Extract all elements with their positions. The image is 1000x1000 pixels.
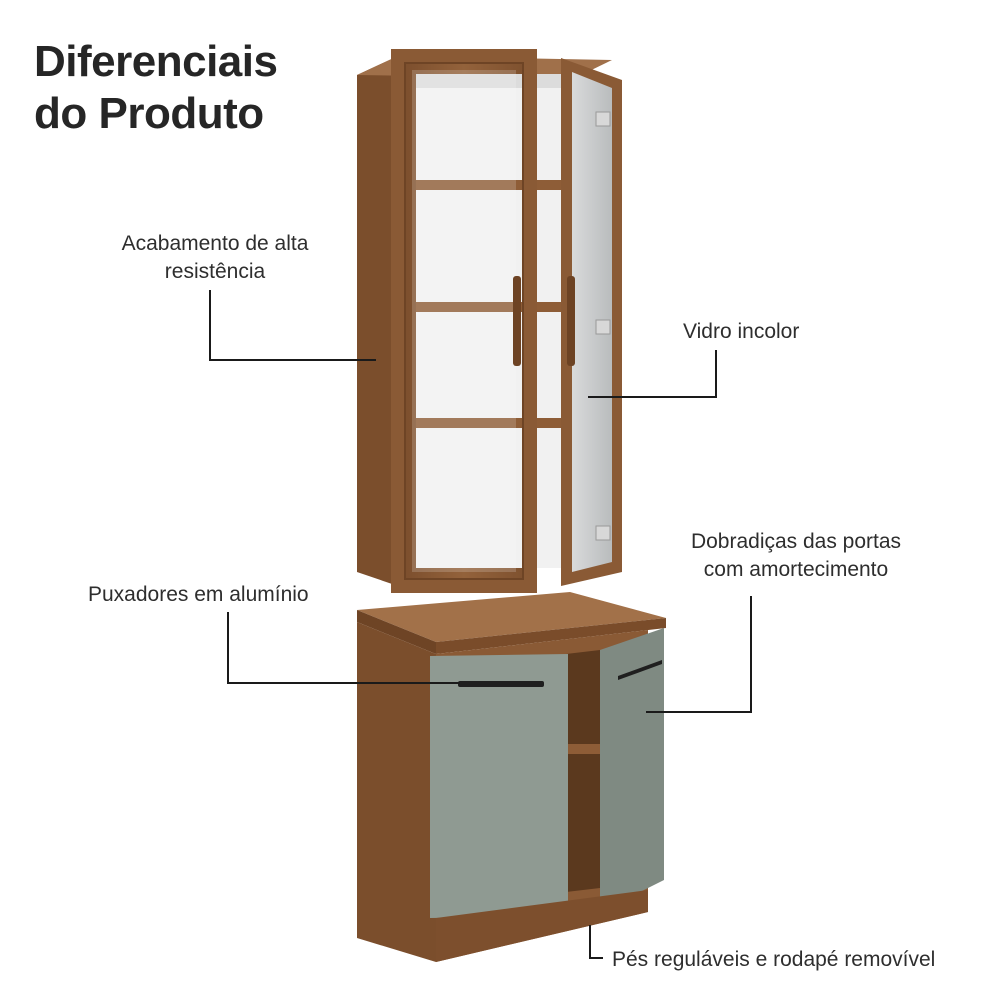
page-title-line-1: Diferenciais [34, 37, 278, 86]
lower-side-panel [357, 622, 436, 962]
page-title: Diferenciais do Produto [34, 36, 278, 140]
left-gray-door [430, 654, 568, 918]
upper-shelf-3 [416, 418, 561, 428]
lower-shelf [566, 744, 600, 754]
page-title-line-2: do Produto [34, 89, 264, 138]
callout-hinges-line-1: Dobradiças das portas [690, 530, 902, 553]
right-glass-pane [572, 72, 612, 572]
left-door-handle [458, 681, 544, 687]
callout-feet: Pés reguláveis e rodapé removível [612, 946, 935, 974]
upper-shelf-1 [416, 180, 561, 190]
callout-finish-line-1: Acabamento de alta [121, 232, 309, 255]
upper-side-panel [357, 56, 398, 586]
callout-glass-text: Vidro incolor [683, 320, 800, 343]
countertop [357, 592, 666, 642]
right-gray-door [600, 628, 664, 912]
callout-finish-line-2: resistência [164, 260, 266, 283]
left-glass-door-frame [391, 49, 537, 593]
callout-handles: Puxadores em alumínio [88, 581, 309, 609]
callout-line-glass [588, 350, 717, 398]
callout-feet-text: Pés reguláveis e rodapé removível [612, 948, 936, 971]
hinge-icon [595, 319, 611, 335]
left-glass-pane [412, 70, 516, 572]
callout-lines [209, 290, 752, 959]
callout-finish: Acabamento de alta resistência [100, 230, 330, 286]
upper-glass-cabinet [357, 49, 622, 593]
callout-line-finish [209, 290, 376, 361]
callout-hinges: Dobradiças das portas com amortecimento [676, 528, 916, 584]
right-glass-door-handle [567, 276, 575, 366]
callout-line-handles [227, 612, 460, 684]
callout-hinges-line-2: com amortecimento [703, 558, 889, 581]
callout-glass: Vidro incolor [683, 318, 799, 346]
upper-shelf-2 [416, 302, 561, 312]
callout-line-hinges [646, 596, 752, 713]
lower-interior [566, 650, 600, 892]
hinge-icon [595, 525, 611, 541]
lower-cabinet [357, 592, 666, 962]
left-glass-door-handle [513, 276, 521, 366]
callout-line-feet [589, 925, 603, 959]
plinth [436, 890, 648, 962]
callout-handles-text: Puxadores em alumínio [88, 583, 309, 606]
hinge-icon [595, 111, 611, 127]
right-door-handle [618, 660, 662, 680]
